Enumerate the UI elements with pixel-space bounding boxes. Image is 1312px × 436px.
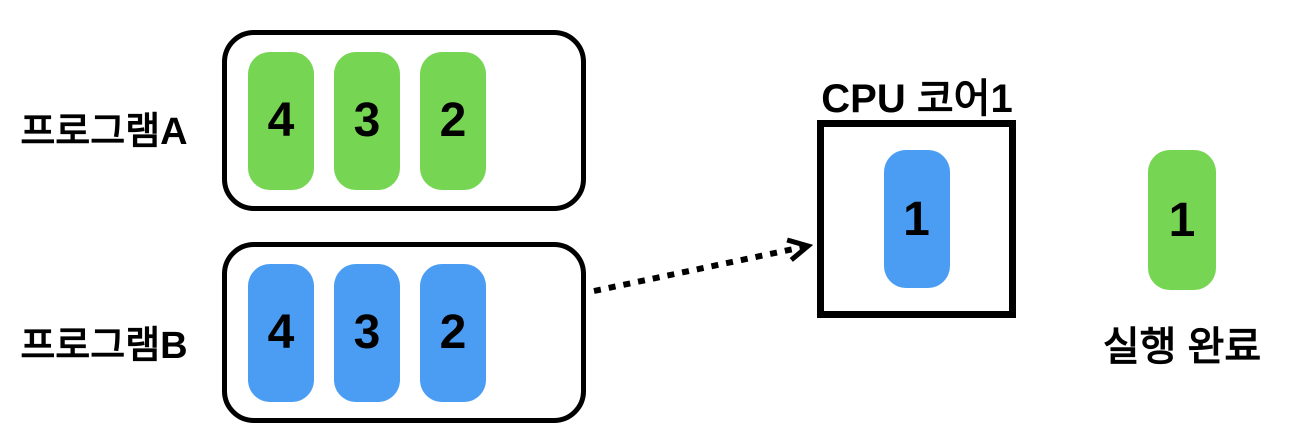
program-a-label: 프로그램A xyxy=(20,111,188,153)
task-pill: 2 xyxy=(420,51,486,190)
cpu-core-label: CPU 코어1 xyxy=(821,77,1013,121)
task-pill: 3 xyxy=(334,263,400,402)
completed-task-pill: 1 xyxy=(1148,150,1216,290)
program-b-label: 프로그램B xyxy=(20,325,188,367)
task-pill: 3 xyxy=(334,51,400,190)
program-a-queue: 4 3 2 xyxy=(222,30,586,211)
task-pill: 2 xyxy=(420,263,486,402)
completed-label: 실행 완료 xyxy=(1102,325,1262,369)
running-task-pill: 1 xyxy=(883,150,950,288)
task-pill: 4 xyxy=(248,51,314,190)
task-pill: 4 xyxy=(248,263,314,402)
program-b-queue: 4 3 2 xyxy=(222,242,586,423)
cpu-core-box: 1 xyxy=(817,120,1016,318)
